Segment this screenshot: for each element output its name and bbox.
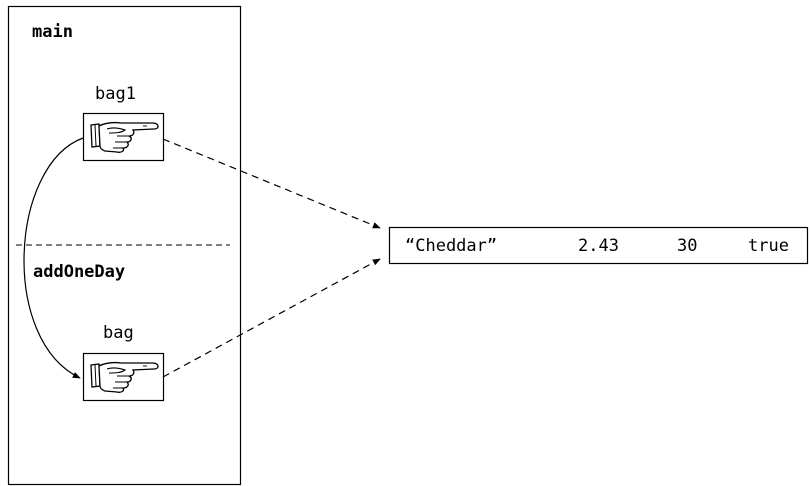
stack-frame-box [7,5,242,486]
variable-name-bag: bag [103,323,134,343]
reference-arrow-bag [162,258,381,378]
object-field-name: “Cheddar” [405,236,497,256]
parameter-pass-arrow [23,137,84,379]
reference-arrow-bag1 [162,138,381,229]
object-field-price: 2.43 [578,236,619,256]
cheese-object-box [388,226,809,265]
variable-name-bag1: bag1 [95,84,136,104]
addoneday-frame-label: addOneDay [33,262,125,282]
object-field-flag: true [748,236,789,256]
main-frame-label: main [32,22,73,42]
object-field-days: 30 [677,236,697,256]
